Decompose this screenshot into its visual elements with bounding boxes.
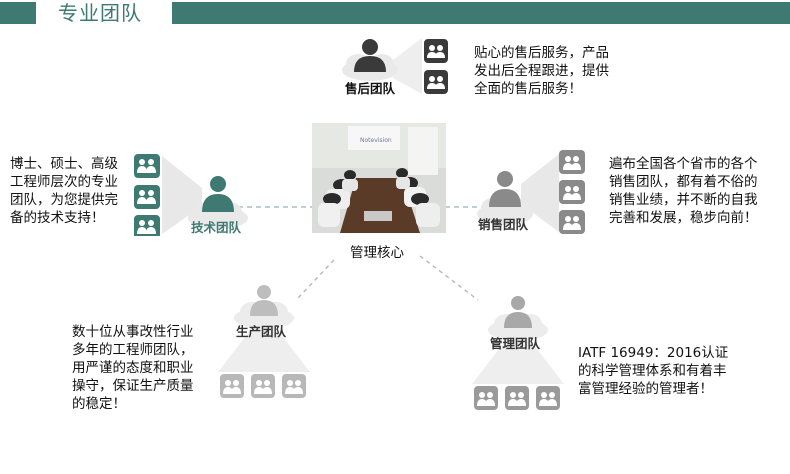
production-graphic (218, 285, 310, 398)
technical-graphic (134, 154, 248, 236)
sales-graphic (477, 150, 585, 234)
management-label: 管理团队 (490, 336, 541, 351)
technical-label: 技术团队 (191, 220, 242, 235)
management-core-label: 管理核心 (350, 245, 404, 261)
header-bar-left (0, 2, 36, 24)
page-title: 专业团队 (58, 1, 142, 25)
after-sales-label: 售后团队 (345, 81, 396, 96)
header-bar-right (172, 2, 790, 24)
management-description: IATF 16949：2016认证的科学管理体系和有着丰富管理经验的管理者！ (578, 345, 729, 397)
sales-label: 销售团队 (478, 217, 529, 232)
photo-screen-text: Notevision (360, 137, 392, 144)
management-graphic (472, 296, 564, 410)
production-description: 数十位从事改性行业多年的工程师团队，用严谨的态度和职业操守，保证生产质量的稳定！ (72, 324, 194, 412)
after-sales-group-icons (424, 39, 448, 94)
after-sales-description: 贴心的售后服务，产品发出后全程跟进，提供全面的售后服务！ (474, 45, 609, 97)
meeting-photo: Notevision (312, 123, 446, 233)
production-label: 生产团队 (236, 324, 287, 339)
sales-description: 遍布全国各个省市的各个销售团队，都有着不俗的销售业绩，并不断的自我完善和发展，稳… (609, 156, 758, 226)
technical-description: 博士、硕士、高级工程师层次的专业团队，为您提供完备的技术支持！ (10, 156, 118, 226)
